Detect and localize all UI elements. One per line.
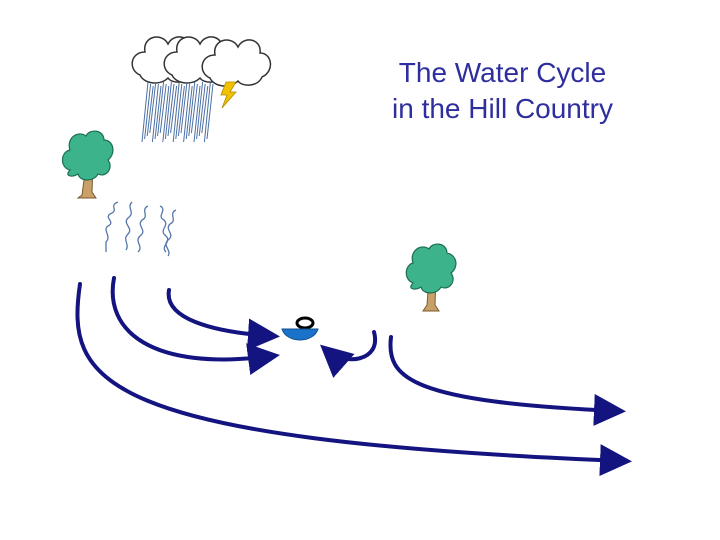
flow-arrow-right-tree-to-spring (320, 330, 378, 378)
rain-streak (175, 83, 183, 140)
rain-streak (198, 83, 206, 137)
rain-streak (141, 81, 149, 143)
rain-icon (141, 81, 214, 143)
flow-arrows (75, 276, 632, 477)
rain-streak (190, 83, 198, 134)
rain-streak (159, 83, 167, 134)
flow-arrow-middle (110, 276, 280, 375)
rain-streak (154, 85, 162, 140)
rain-streak (196, 81, 204, 140)
rain-streak (193, 85, 201, 143)
flow-arrow-shallow (166, 288, 280, 351)
rain-streak (164, 81, 172, 140)
rain-streak (151, 83, 159, 143)
rain-streak (144, 83, 152, 140)
flow-arrow-deep (75, 282, 632, 477)
rain-streak (177, 85, 185, 137)
storm-cloud-icon (131, 36, 272, 87)
title-line-2: in the Hill Country (392, 93, 613, 124)
rain-streak (185, 85, 193, 140)
rain-streak (149, 81, 157, 134)
page-title: The Water Cycle in the Hill Country (330, 55, 675, 127)
evaporation-icon (105, 201, 177, 257)
rain-streak (157, 81, 165, 137)
rain-streak (180, 81, 188, 134)
rain-streak (162, 85, 170, 143)
spring-icon (295, 316, 315, 330)
lightning-icon (220, 81, 237, 109)
rain-streak (170, 85, 178, 134)
rain-streak (183, 83, 191, 143)
flow-arrow-right-downstream (388, 335, 626, 426)
pond-icon (281, 328, 319, 341)
rain-streak (188, 81, 196, 137)
rain-streak (201, 85, 209, 134)
rain-streak (172, 81, 180, 143)
rain-streak (146, 85, 154, 137)
rain-streak (167, 83, 175, 137)
tree-icon (61, 130, 114, 199)
title-line-1: The Water Cycle (398, 57, 607, 88)
tree-icon (405, 243, 457, 312)
rain-streak (203, 81, 211, 143)
rain-streak (206, 83, 214, 140)
